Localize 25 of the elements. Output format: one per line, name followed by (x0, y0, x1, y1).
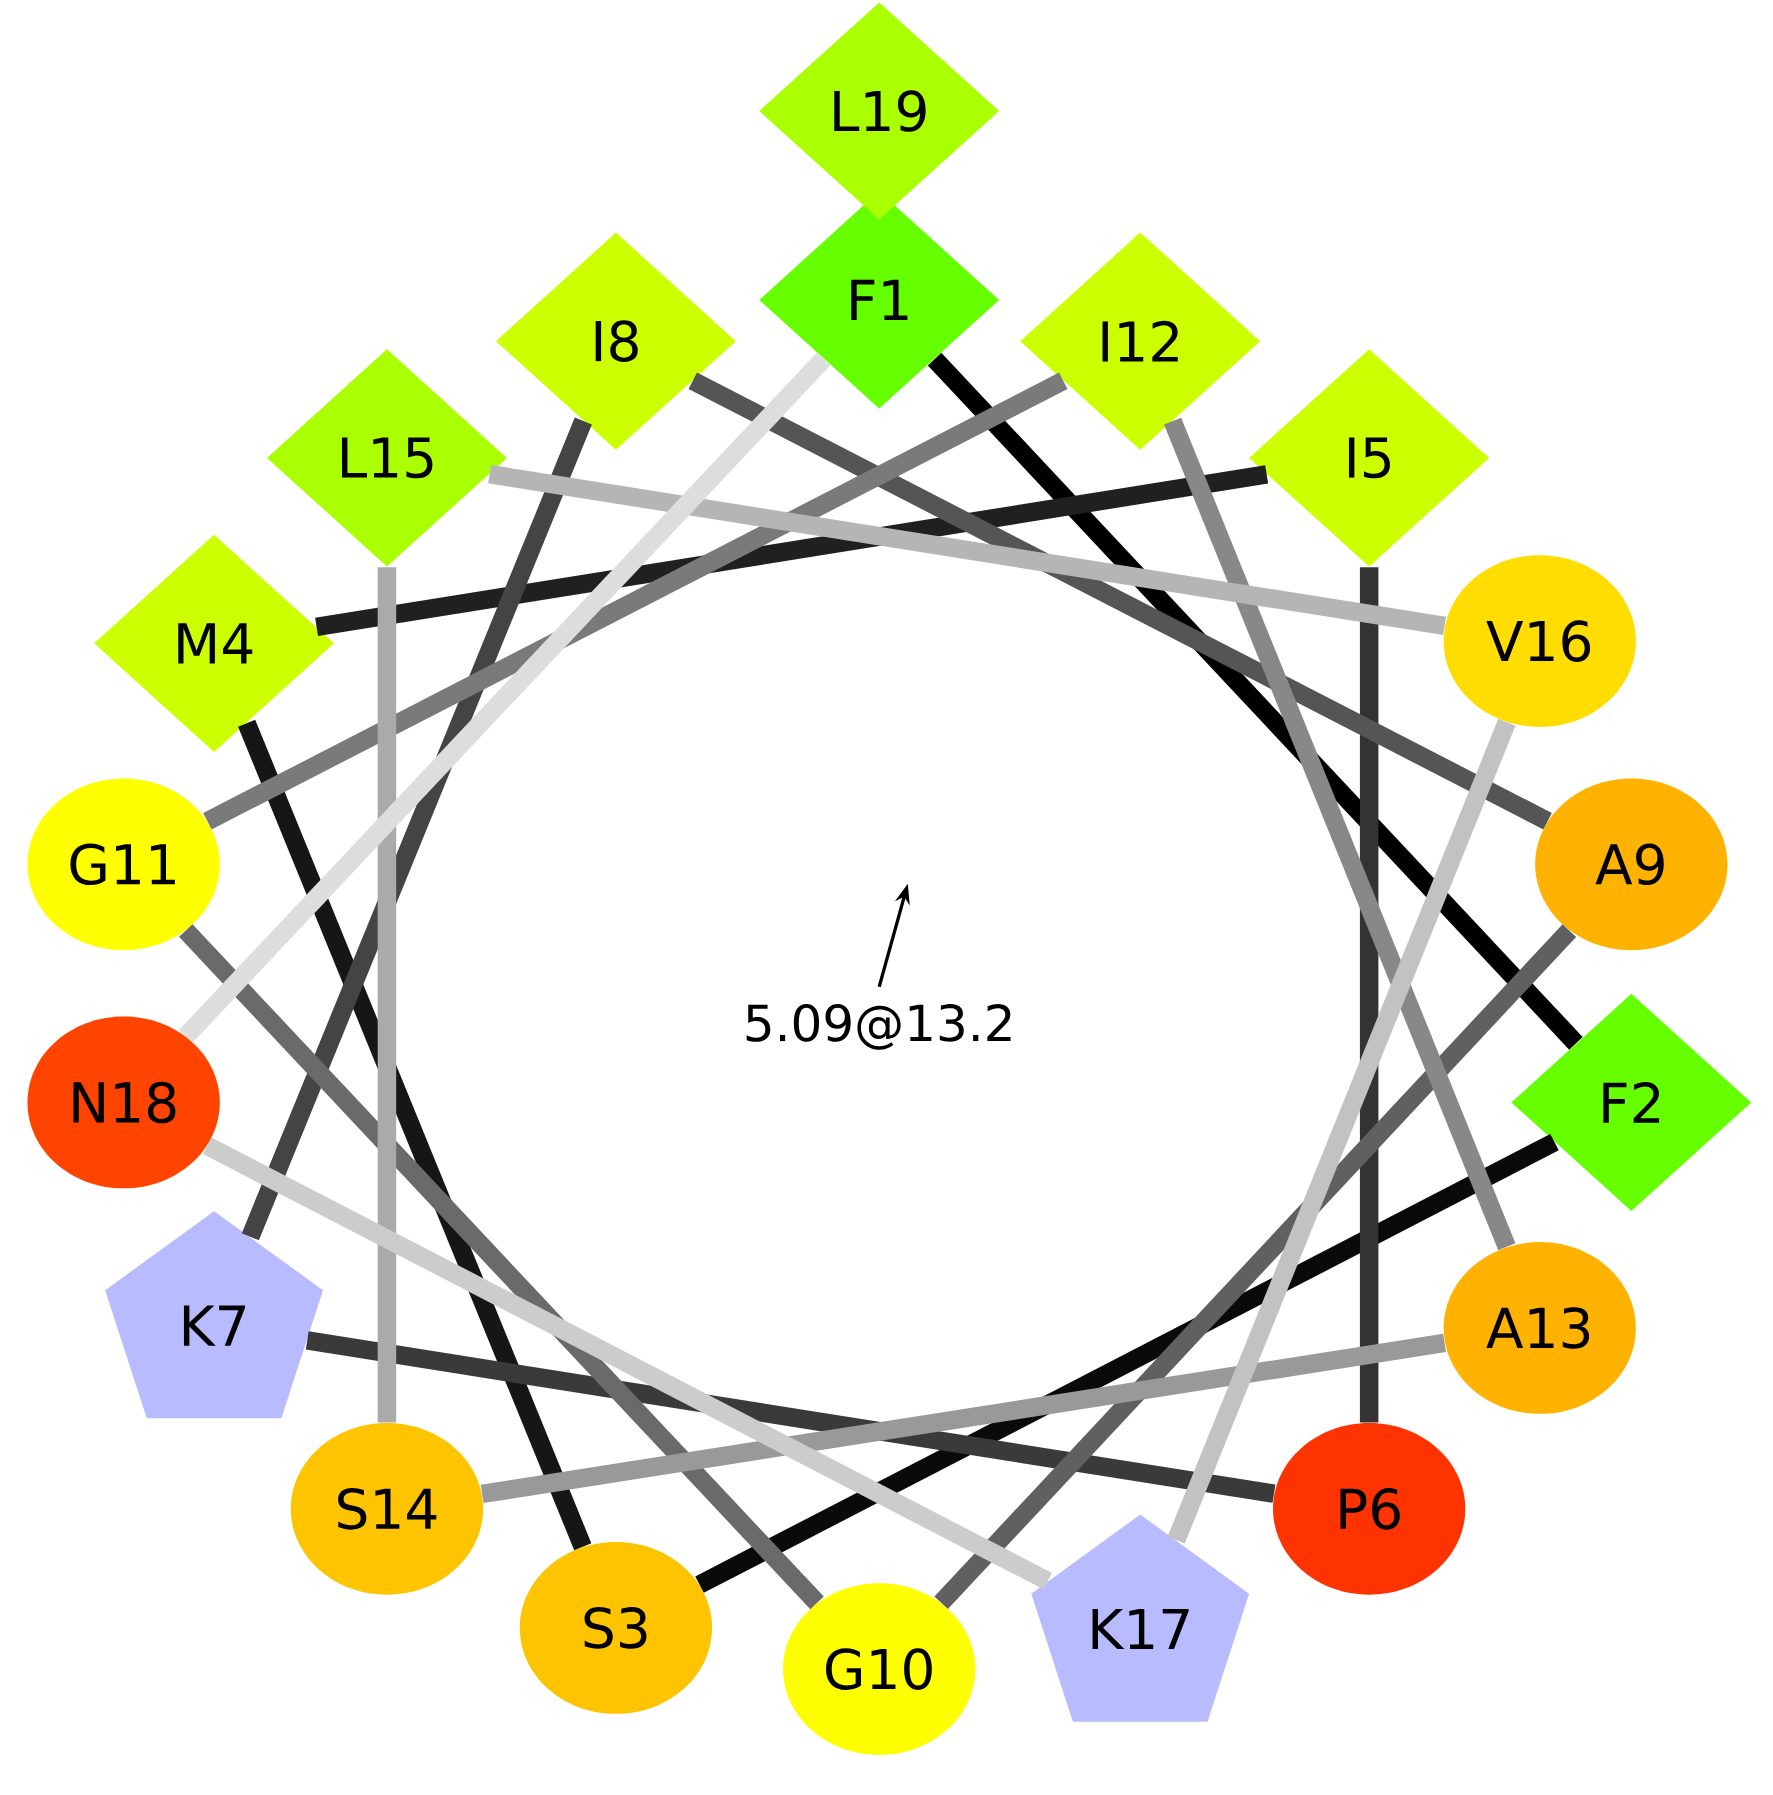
circle-node: S3 (519, 1542, 712, 1714)
circle-node: N18 (27, 1016, 220, 1189)
diamond-node: F2 (1511, 993, 1752, 1211)
diamond-node: F1 (759, 191, 1000, 409)
moment-label: 5.09@13.2 (746, 1004, 1011, 1050)
circle-node: A13 (1443, 1242, 1636, 1414)
helix-connector (178, 924, 824, 1610)
diamond-node: I12 (1020, 232, 1261, 450)
circle-node: P6 (1272, 1422, 1466, 1595)
helix-connector (305, 1331, 1276, 1503)
circle-node: S14 (290, 1422, 483, 1595)
diamond-node: L15 (266, 349, 507, 567)
diamond-node: I5 (1249, 349, 1489, 567)
helix-connector (315, 465, 1269, 637)
circle-node: G10 (782, 1583, 976, 1755)
circle-node: V16 (1443, 555, 1636, 727)
circle-node: G11 (27, 778, 220, 951)
circle-node: A9 (1535, 778, 1728, 951)
diamond-node: I8 (495, 232, 736, 450)
pentagon-node: K7 (105, 1211, 323, 1419)
helix-connector (1359, 567, 1379, 1423)
helix-connector (488, 465, 1446, 636)
diamond-node: L19 (759, 2, 1000, 220)
pentagon-node: K17 (1031, 1514, 1249, 1722)
diamond-node: M4 (94, 534, 334, 752)
